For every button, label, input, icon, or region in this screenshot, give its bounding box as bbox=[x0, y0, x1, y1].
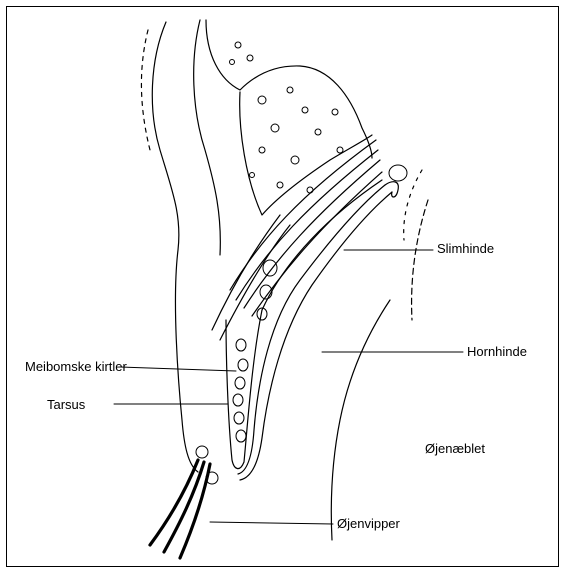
label-hornhinde: Hornhinde bbox=[467, 344, 527, 359]
tissue-band-2 bbox=[236, 150, 378, 300]
orbital-bone-outline bbox=[206, 20, 372, 158]
faint-skin-line bbox=[141, 30, 150, 150]
label-tarsus: Tarsus bbox=[47, 397, 85, 412]
eyelid-skin-inner-line bbox=[194, 20, 221, 255]
tarsus-plate-outer bbox=[226, 310, 262, 469]
leader-lines bbox=[114, 250, 463, 524]
label-meibomske-kirtler: Meibomske kirtler bbox=[25, 359, 127, 374]
cornea-outer-curve bbox=[331, 300, 390, 540]
label-ojenaeblet: Øjenæblet bbox=[425, 441, 485, 456]
eyelashes bbox=[150, 460, 210, 558]
cornea-inner-curve bbox=[412, 200, 428, 320]
fornix-curve bbox=[385, 182, 398, 197]
fat-lobules bbox=[230, 42, 344, 193]
tissue-band-6 bbox=[220, 225, 290, 340]
tarsus-plate-inner bbox=[262, 180, 382, 310]
label-slimhinde: Slimhinde bbox=[437, 241, 494, 256]
conjunctiva-outer bbox=[238, 185, 385, 474]
tissue-band-5 bbox=[212, 215, 280, 330]
label-ojenvipper: Øjenvipper bbox=[337, 516, 400, 531]
